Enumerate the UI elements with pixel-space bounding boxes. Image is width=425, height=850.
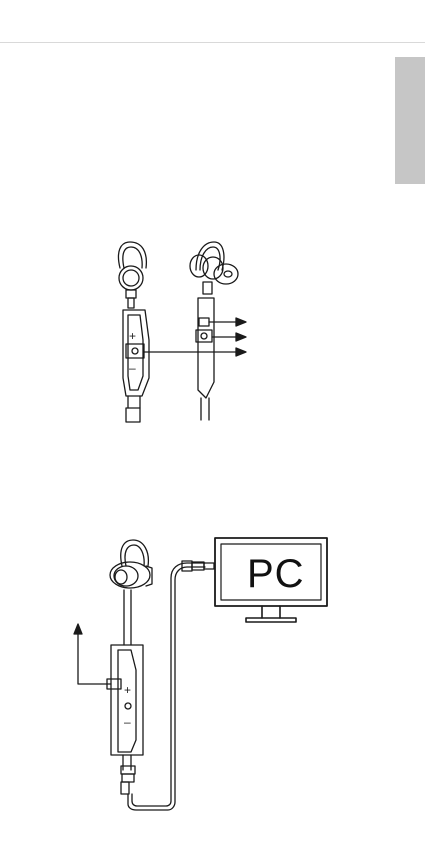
callout-arrow-icon xyxy=(74,624,111,684)
volume-minus-symbol: – xyxy=(124,715,131,729)
volume-plus-symbol: + xyxy=(124,683,131,697)
earphone-right-drawing xyxy=(190,242,238,420)
callout-arrow-icon xyxy=(144,318,246,356)
monitor-screen-label: PC xyxy=(247,552,305,596)
volume-plus-symbol: + xyxy=(129,329,136,343)
earphone-bottom-drawing: + – xyxy=(107,540,152,794)
usb-cable-drawing xyxy=(128,561,214,810)
volume-minus-symbol: – xyxy=(129,361,136,375)
